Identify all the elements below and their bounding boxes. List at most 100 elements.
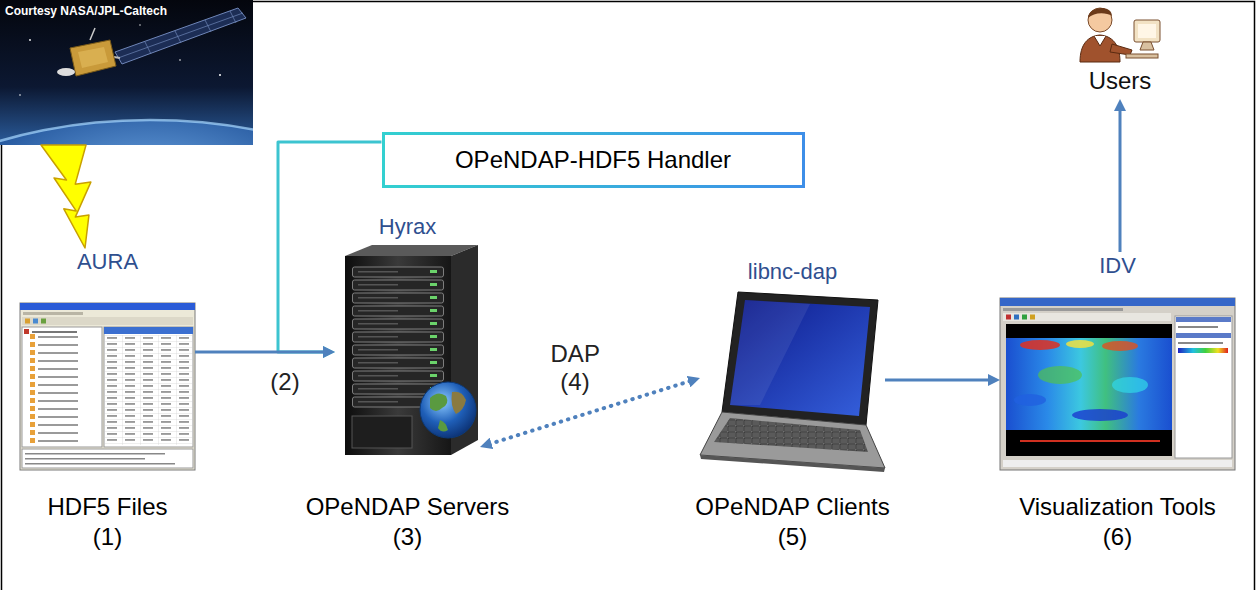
caption-label: HDF5 Files [47,492,167,522]
server-tower [430,393,447,411]
satellite-photo [0,0,253,145]
idv-screenshot [1014,394,1046,406]
server-node: HyraxOPeNDAP Servers(3) [335,213,480,455]
server-tower [438,420,448,432]
idv-screenshot [1003,460,1232,467]
idv-screenshot [1176,317,1231,322]
user-icon [1134,20,1160,42]
idv-screenshot [1020,440,1160,442]
caption-label: OPeNDAP Servers [306,492,510,522]
hdfview-screenshot [41,319,46,324]
hdfview-screenshot [25,463,175,465]
satellite-photo [179,59,181,61]
caption-label: Visualization Tools [1019,492,1216,522]
satellite-photo-node: Courtesy NASA/JPL-Caltech [0,0,253,145]
user-icon [1140,42,1154,50]
laptop [700,292,885,472]
lightning-bolt [41,145,91,248]
box-label: OPeNDAP-HDF5 Handler [455,145,731,175]
hdfview-screenshot [33,319,38,324]
satellite-photo [219,74,221,76]
user-icon [1110,44,1132,55]
connectors [41,109,1120,445]
user-icon [1088,8,1112,32]
hdfview-screenshot [20,303,195,310]
caption-label: Users [1075,67,1165,95]
heading-label: libnc-dap [700,258,885,286]
hdfview-screenshot [23,312,83,315]
idv-screenshot [1000,298,1235,306]
user-icon [1126,54,1158,58]
idv-screenshot [1000,298,1235,470]
hdfview-screenshot [22,449,193,468]
user-icon [1088,8,1112,18]
user-icon [1094,36,1106,46]
flow-arrow [195,351,325,354]
handler-connector [278,142,382,352]
idv-screenshot [1014,315,1019,320]
idv-screenshot [1102,341,1138,351]
idv-screenshot [1000,298,1235,470]
idv-screenshot [1178,326,1218,328]
satellite-photo [57,68,75,76]
flow-arrow [1119,109,1122,252]
hdfview-screenshot [32,331,77,333]
idv-screenshot [1178,342,1223,344]
satellite-photo [118,11,243,58]
flow-arrow [885,379,990,382]
users-node: Users [1075,5,1165,99]
handler-box: OPeNDAP-HDF5 Handler [382,132,805,188]
server-tower [420,382,476,438]
server-tower [345,245,478,455]
hdfview-screenshot [30,333,100,443]
heading-label: Hyrax [335,213,480,241]
visualization-node: IDVVisualization Tools(6) [1000,252,1235,470]
server-tower [452,392,467,414]
satellite-photo [78,47,108,68]
idv-screenshot [1003,308,1123,311]
heading-label: IDV [1000,252,1235,280]
idv-screenshot [1006,315,1011,320]
hdfview-screenshot [104,335,193,445]
satellite-photo [139,24,140,25]
hdfview-screenshot [25,453,165,455]
edge-label: DAP (4) [548,340,603,396]
idv-screenshot [1020,340,1060,350]
hdfview-screenshot [25,458,145,460]
laptop [730,300,810,405]
hdfview-screenshot [20,303,195,470]
credit-text: Courtesy NASA/JPL-Caltech [0,0,253,23]
idv-screenshot [1003,313,1171,321]
heading-label: AURA [20,248,195,276]
satellite-photo [70,40,116,76]
idv-screenshot [1176,333,1231,338]
hdf5-files-node: AURAHDF5 Files(1) [20,248,195,470]
idv-screenshot [1006,338,1172,430]
idv-screenshot [1022,315,1027,320]
hdfview-screenshot [20,303,195,470]
hdfview-screenshot [104,327,193,447]
satellite-photo [0,120,253,145]
hdfview-screenshot [22,317,193,325]
client-node: libnc-dapOPeNDAP Clients(5) [700,258,885,470]
satellite-photo [19,94,21,96]
idv-screenshot [1112,377,1148,393]
idv-screenshot [1178,348,1228,353]
server-tower [352,266,444,409]
user-icon [1138,24,1156,38]
idv-screenshot [1038,366,1082,384]
hdfview-screenshot [104,327,193,334]
callout-number: (1) [47,522,167,552]
satellite-photo [29,39,31,41]
idv-screenshot [1175,316,1232,458]
callout-number: (5) [695,522,889,552]
idv-screenshot [1072,409,1128,421]
hdfview-screenshot [22,327,102,447]
hdfview-screenshot [25,319,30,324]
laptop [730,300,870,416]
server-tower [352,416,412,448]
satellite-photo [90,28,95,40]
idv-screenshot [1030,315,1035,320]
hdfview-screenshot [24,329,29,334]
laptop [700,455,885,472]
